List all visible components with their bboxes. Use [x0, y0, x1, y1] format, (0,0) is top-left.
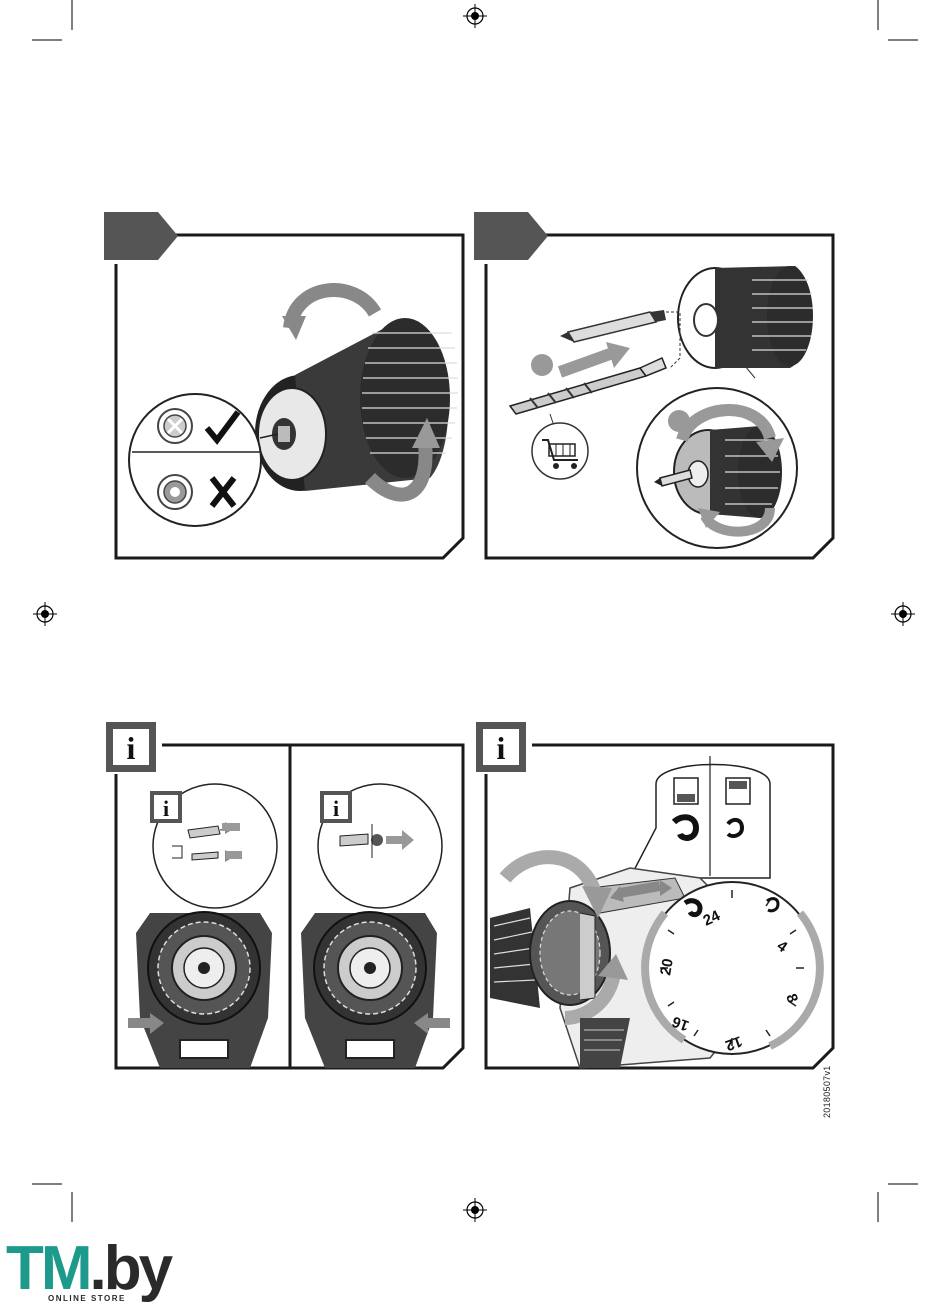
- brand-logo-tagline: ONLINE STORE: [48, 1294, 126, 1303]
- info-icon: i: [497, 730, 506, 766]
- gear-low-icon: [674, 778, 698, 804]
- drill-front-right: [301, 912, 450, 1068]
- brand-logo: TM.by ONLINE STORE: [6, 1238, 166, 1306]
- panel-chuck-bit-check: [100, 208, 470, 564]
- panel-torque-dial: i: [470, 718, 840, 1074]
- brand-logo-main: TM: [6, 1234, 90, 1303]
- info-icon: i: [333, 796, 339, 821]
- registration-mark-icon: [463, 4, 487, 28]
- registration-mark-icon: [891, 602, 915, 626]
- rotate-arrow-icon: [282, 316, 306, 340]
- document-code: 20180507v1: [822, 1065, 832, 1118]
- brand-logo-wordmark: TM.by: [6, 1238, 170, 1300]
- panel-torque-dial-illustration: i: [470, 718, 840, 1074]
- gear-high-icon: [726, 778, 750, 804]
- panel-insert-bit-illustration: [470, 208, 840, 564]
- registration-mark-icon: [463, 1198, 487, 1222]
- panel-direction-switch: i i i: [100, 718, 470, 1074]
- info-icon: i: [127, 730, 136, 766]
- step-tab: [474, 212, 548, 260]
- panel-direction-switch-illustration: i i i: [100, 718, 470, 1074]
- drill-front-left: [128, 912, 272, 1068]
- brand-logo-tld: .by: [90, 1234, 171, 1303]
- registration-mark-icon: [33, 602, 57, 626]
- info-icon: i: [163, 796, 169, 821]
- panel-chuck-bit-check-illustration: [100, 208, 470, 564]
- panel-insert-bit: [470, 208, 840, 564]
- dial-number: 20: [657, 957, 677, 976]
- step-tab: [104, 212, 178, 260]
